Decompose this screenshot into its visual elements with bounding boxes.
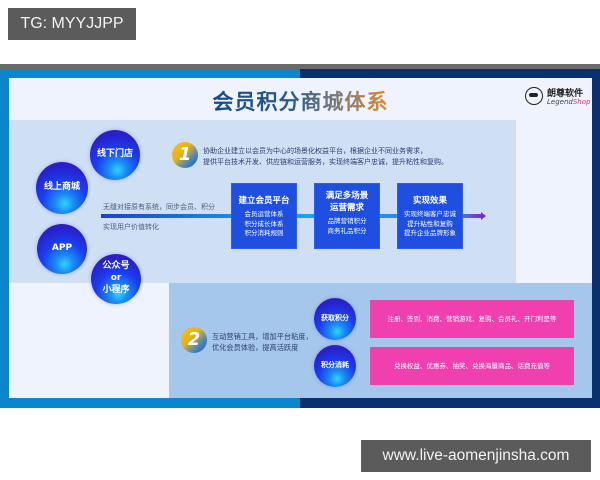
section2-description: 互动营销工具，增加平台粘度， 优化会员体验，提高活跃度	[212, 332, 313, 352]
channel-wechat: 公众号 or 小程序	[91, 254, 141, 304]
step-body: 会员运营体系 积分成长体系 积分消耗规则	[244, 210, 284, 237]
infographic-panel: 会员积分商城体系 朗尊软件 LegendShop 线下门店 线上商城 APP 公…	[9, 78, 592, 398]
bubble-earn-points: 获取积分	[314, 298, 356, 340]
mascot-icon	[525, 87, 543, 105]
step-card-build-platform: 建立会员平台 会员运营体系 积分成长体系 积分消耗规则	[231, 183, 297, 249]
flow-caption-bottom: 实现用户价值转化	[103, 223, 159, 231]
flow-caption-top: 无缝对接原有系统，同步会员、积分	[103, 203, 215, 211]
section1-description: 协助企业建立以会员为中心的场景化权益平台，根据企业不同业务需求， 提供平台技术开…	[203, 147, 448, 166]
step-badge-1: 1	[172, 142, 198, 168]
step-card-results: 实现效果 实现终端客户忠诚 提升粘性和复购 提升企业品牌形象	[397, 183, 463, 249]
flow-line-1	[101, 214, 231, 218]
watermark-bottom: www.live-aomenjinsha.com	[361, 440, 591, 472]
channel-label: 小程序	[102, 284, 130, 295]
channel-label: or	[110, 273, 122, 284]
page-title: 会员积分商城体系	[212, 90, 389, 114]
step-title: 实现效果	[412, 196, 447, 206]
bubble-redeem-points: 积分消耗	[314, 345, 356, 387]
step-body: 品牌营销积分 商务礼品积分	[327, 217, 367, 235]
brand-logo: 朗尊软件 LegendShop	[525, 86, 591, 110]
logo-text-en: LegendShop	[547, 98, 591, 106]
flow-line-2	[297, 214, 315, 218]
logo-text-cn: 朗尊软件	[547, 89, 584, 99]
watermark-top: TG: MYYJJPP	[8, 8, 136, 40]
bubble-label: 获取积分	[321, 314, 349, 323]
arrow-head-icon	[481, 212, 486, 220]
step-badge-2: 2	[181, 327, 207, 353]
channel-label: 线上商城	[43, 182, 80, 193]
channel-label: 线下门店	[96, 149, 133, 160]
step-body: 实现终端客户忠诚 提升粘性和复购 提升企业品牌形象	[404, 210, 456, 237]
bubble-label: 积分消耗	[321, 361, 349, 370]
channel-online-mall: 线上商城	[36, 162, 88, 214]
step-title: 建立会员平台	[238, 196, 290, 206]
step-card-multi-scenario: 满足多场景 运营需求 品牌营销积分 商务礼品积分	[314, 183, 380, 249]
flow-line-3	[380, 214, 398, 218]
channel-label: APP	[51, 243, 73, 254]
frame-top-strip	[0, 64, 600, 69]
channel-offline-store: 线下门店	[90, 130, 140, 180]
channel-app: APP	[37, 224, 87, 274]
flow-line-4	[463, 214, 481, 218]
earn-points-box: 注册、签到、消费、营销游戏、复购、会员礼、开门利是等	[370, 300, 574, 338]
redeem-points-box: 兑换权益、优惠券、抽奖、兑换海量商品、话费充值等	[370, 347, 574, 385]
step-title: 满足多场景 运营需求	[325, 191, 369, 213]
channel-label: 公众号	[102, 261, 130, 272]
